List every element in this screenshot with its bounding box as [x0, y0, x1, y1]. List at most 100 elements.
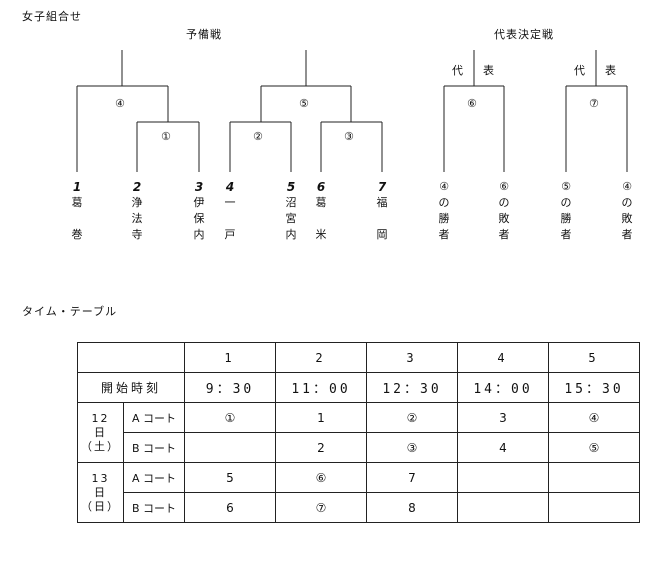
match-cell	[184, 432, 276, 463]
team-name-char: 保	[193, 212, 205, 225]
start-time: 11：00	[275, 372, 367, 403]
court-label: B コート	[123, 432, 185, 463]
team-number: 3	[194, 180, 204, 194]
section-title: 女子組合せ	[22, 10, 82, 23]
court-label: A コート	[123, 402, 185, 433]
start-time: 15：30	[548, 372, 640, 403]
placeholder-char: 勝	[438, 212, 450, 225]
placeholder-char: ④	[439, 180, 449, 193]
placeholder-char: 勝	[560, 212, 572, 225]
match-cell: ③	[366, 432, 458, 463]
team-name-char: 内	[285, 228, 297, 241]
match-cell: ①	[184, 402, 276, 433]
daihyo-right-1: 表	[483, 64, 495, 77]
day-date: 12	[91, 411, 110, 425]
corner-cell	[77, 342, 185, 373]
team-name-char	[370, 211, 394, 227]
match-cell: ⑤	[548, 432, 640, 463]
slot-header: 4	[457, 342, 549, 373]
table-row: B コート 2 ③ 4 ⑤	[78, 432, 640, 463]
prelim-label: 予備戦	[186, 28, 222, 41]
day-unit: 日	[94, 485, 107, 499]
placeholder-char: 者	[438, 228, 450, 241]
slot-header: 5	[548, 342, 640, 373]
slot-header: 2	[275, 342, 367, 373]
match-cell: 4	[457, 432, 549, 463]
team-name-char: 伊	[193, 196, 205, 209]
placeholder-char: の	[438, 196, 450, 209]
team-entry: 5 沼 宮 内	[279, 180, 303, 243]
placeholder-entry: ④ の 勝 者	[432, 180, 456, 243]
match-cell: 8	[366, 492, 458, 523]
match-marker-7: ⑦	[589, 97, 600, 110]
match-cell	[457, 492, 549, 523]
start-time: 12：30	[366, 372, 458, 403]
team-name-char: 内	[193, 228, 205, 241]
team-name-char: 米	[315, 228, 327, 241]
placeholder-entry: ⑤ の 勝 者	[554, 180, 578, 243]
match-cell: 7	[366, 462, 458, 493]
placeholder-char: ④	[622, 180, 632, 193]
placeholder-char: の	[498, 196, 510, 209]
team-entry: 6 葛 米	[309, 180, 333, 243]
team-number: 6	[316, 180, 326, 194]
team-name-char: 巻	[71, 228, 83, 241]
placeholder-char: ⑤	[561, 180, 571, 193]
team-name-char: 葛	[71, 196, 83, 209]
match-marker-5: ⑤	[299, 97, 310, 110]
match-marker-3: ③	[344, 130, 355, 143]
tournament-bracket	[76, 50, 628, 172]
team-number: 4	[225, 180, 235, 194]
match-cell: 1	[275, 402, 367, 433]
match-cell: 5	[184, 462, 276, 493]
slot-header: 3	[366, 342, 458, 373]
team-number: 5	[286, 180, 296, 194]
day-weekday: （日）	[81, 499, 120, 513]
match-cell: ④	[548, 402, 640, 433]
team-name-char	[309, 211, 333, 227]
start-time-label: 開始時刻	[77, 372, 185, 403]
team-name-char: 寺	[131, 228, 143, 241]
day-cell: 13 日 （日）	[77, 462, 124, 523]
team-entry: 1 葛 巻	[65, 180, 89, 243]
team-name-char: 沼	[285, 196, 297, 209]
placeholder-entry: ④ の 敗 者	[615, 180, 639, 243]
placeholder-char: 者	[621, 228, 633, 241]
team-entry: 4 一 戸	[218, 180, 242, 243]
team-name-char: 一	[224, 196, 236, 209]
court-label: B コート	[123, 492, 185, 523]
match-cell: 3	[457, 402, 549, 433]
final-label: 代表決定戦	[494, 28, 554, 41]
team-name-char: 岡	[376, 228, 388, 241]
placeholder-char: ⑥	[499, 180, 509, 193]
placeholder-char: の	[560, 196, 572, 209]
team-name-char	[218, 211, 242, 227]
placeholder-char: 者	[560, 228, 572, 241]
placeholder-entry: ⑥ の 敗 者	[492, 180, 516, 243]
placeholder-char: 敗	[498, 212, 510, 225]
start-time: 9：30	[184, 372, 276, 403]
day-cell: 12 日 （土）	[77, 402, 124, 463]
start-time-row: 開始時刻 9：30 11：00 12：30 14：00 15：30	[77, 372, 640, 403]
team-number: 1	[72, 180, 82, 194]
match-marker-6: ⑥	[467, 97, 478, 110]
match-cell: ②	[366, 402, 458, 433]
start-time: 14：00	[457, 372, 549, 403]
timetable: 1 2 3 4 5 開始時刻 9：30 11：00 12：30 14：00 15…	[77, 342, 640, 523]
placeholder-char: 者	[498, 228, 510, 241]
placeholder-char: の	[621, 196, 633, 209]
match-cell: 6	[184, 492, 276, 523]
match-marker-2: ②	[253, 130, 264, 143]
team-number: 2	[132, 180, 142, 194]
match-marker-4: ④	[115, 97, 126, 110]
table-row: 12 日 （土） A コート ① 1 ② 3 ④	[77, 402, 640, 463]
match-cell: 2	[275, 432, 367, 463]
team-name-char	[65, 211, 89, 227]
day-date: 13	[91, 471, 110, 485]
daihyo-left-2: 代	[574, 64, 586, 77]
team-name-char: 浄	[131, 196, 143, 209]
match-cell	[457, 462, 549, 493]
match-cell: ⑥	[275, 462, 367, 493]
team-entry: 7 福 岡	[370, 180, 394, 243]
team-name-char: 宮	[285, 212, 297, 225]
